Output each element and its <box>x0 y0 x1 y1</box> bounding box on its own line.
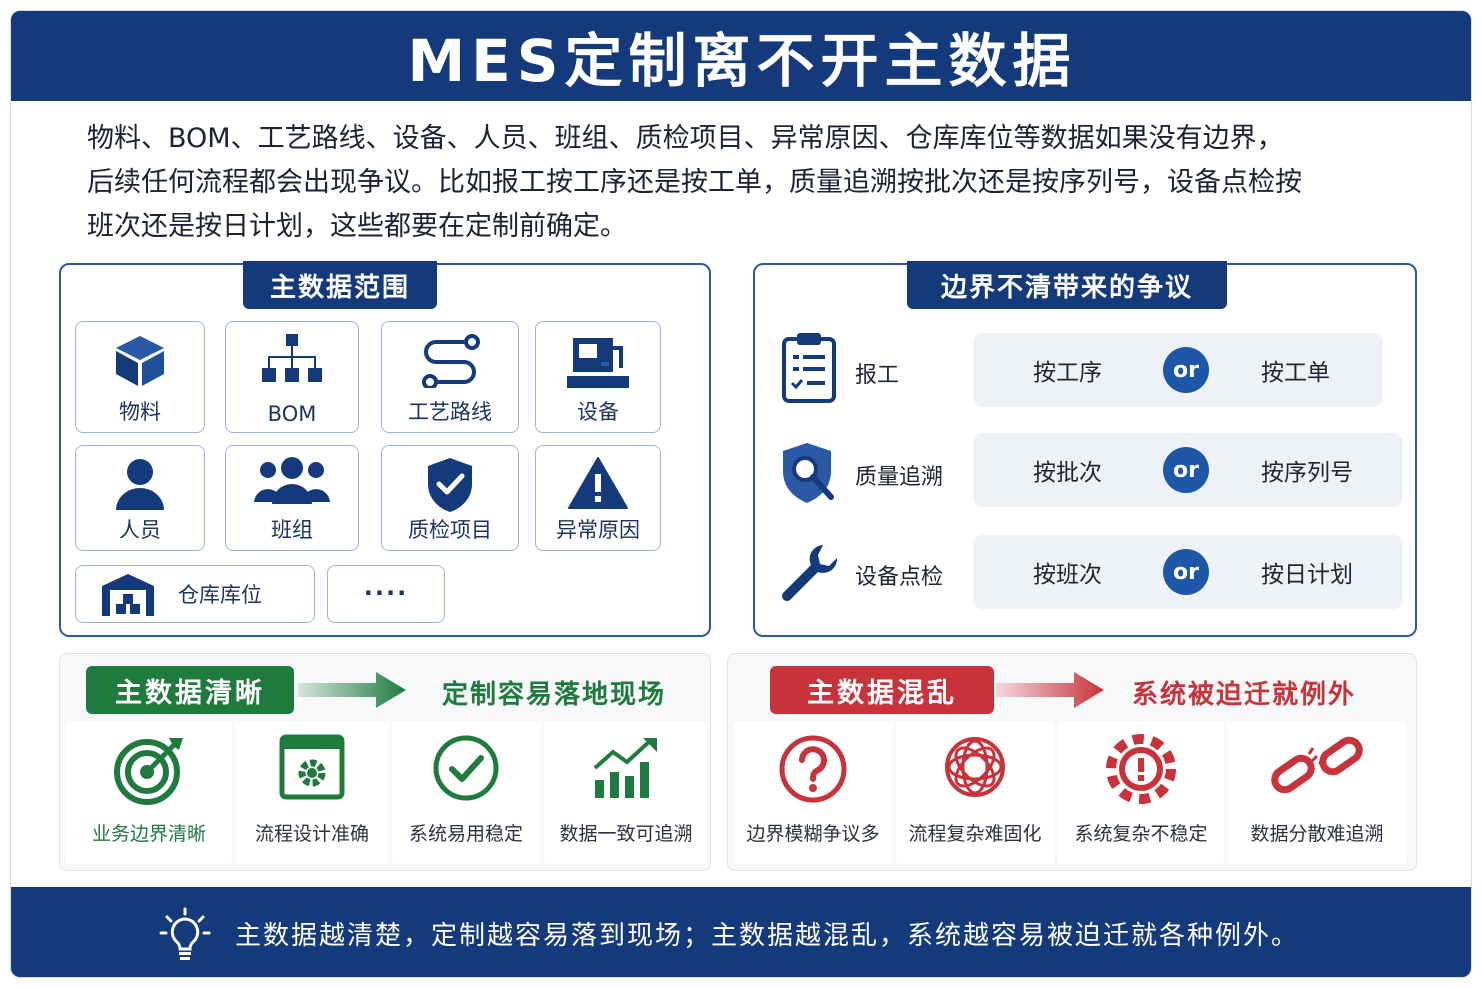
master-data-panel: 主数据范围 物料 BOM <box>59 261 711 637</box>
tile-warehouse: 仓库库位 <box>75 565 315 623</box>
chaos-item-label: 流程复杂难固化 <box>908 823 1042 845</box>
dispute-option-right: 按序列号 <box>1261 460 1353 486</box>
footer-text: 主数据越清楚，定制越容易落到现场；主数据越混乱，系统越容易被迫迁就各种例外。 <box>235 920 1300 951</box>
dispute-choice-row: 按批次 or 按序列号 <box>973 433 1403 507</box>
or-badge: or <box>1163 347 1209 393</box>
dispute-option-right: 按日计划 <box>1261 562 1353 588</box>
intro-line: 物料、BOM、工艺路线、设备、人员、班组、质检项目、异常原因、仓库库位等数据如果… <box>87 123 1284 154</box>
shield-search-icon <box>783 443 834 503</box>
chaos-result: 系统被迫迁就例外 <box>1132 680 1357 710</box>
chaos-item: 边界模糊争议多 <box>734 722 892 864</box>
clear-items: 业务边界清晰 流程设计准确 系统易用稳定 <box>66 722 708 864</box>
clipboard-icon <box>782 333 836 403</box>
machine-icon <box>567 338 629 388</box>
page-title: MES定制离不开主数据 <box>407 27 1077 95</box>
shield-check-icon <box>428 458 472 512</box>
chaos-tag: 主数据混乱 <box>770 666 994 714</box>
dispute-option-left: 按工序 <box>1033 360 1102 386</box>
or-badge: or <box>1163 447 1209 493</box>
clear-item-label: 业务边界清晰 <box>91 823 206 845</box>
clear-item: 流程设计准确 <box>236 722 388 864</box>
clear-result: 定制容易落地现场 <box>442 680 667 710</box>
wrench-icon <box>782 545 838 601</box>
or-badge: or <box>1163 549 1209 595</box>
team-icon <box>254 457 330 504</box>
clear-item-label: 流程设计准确 <box>254 823 369 845</box>
route-icon <box>422 334 480 388</box>
question-icon <box>779 735 847 803</box>
growth-chart-icon <box>593 738 657 798</box>
tile-label: 设备 <box>577 400 619 424</box>
tile-label: 质检项目 <box>408 518 492 542</box>
intro-paragraph: 物料、BOM、工艺路线、设备、人员、班组、质检项目、异常原因、仓库库位等数据如果… <box>87 117 1417 249</box>
chaos-item-label: 边界模糊争议多 <box>746 823 880 845</box>
tile-label: 人员 <box>119 518 161 542</box>
tile-label: 异常原因 <box>556 518 640 542</box>
dispute-option-left: 按批次 <box>1033 460 1102 486</box>
infographic: MES定制离不开主数据 物料、BOM、工艺路线、设备、人员、班组、质检项目、异常… <box>10 10 1472 978</box>
clear-item: 业务边界清晰 <box>66 722 232 864</box>
tile-route: 工艺路线 <box>381 321 519 433</box>
cube-icon <box>116 336 164 386</box>
dispute-choice-row: 按工序 or 按工单 <box>973 333 1383 407</box>
arrow-right-icon <box>996 672 1104 708</box>
tangle-icon <box>945 737 1005 797</box>
tile-personnel: 人员 <box>75 445 205 551</box>
tile-label: BOM <box>267 402 317 426</box>
disputes-panel: 边界不清带来的争议 报工 按工序 or 按工单 质量追溯 按批次 or 按序列号 <box>753 261 1417 637</box>
clear-item: 数据一致可追溯 <box>544 722 708 864</box>
dispute-option-left: 按班次 <box>1033 562 1102 588</box>
clear-item: 系统易用稳定 <box>392 722 540 864</box>
dispute-choice-row: 按班次 or 按日计划 <box>973 535 1403 609</box>
tile-more: .... <box>327 565 445 623</box>
tile-team: 班组 <box>225 445 359 551</box>
tile-inspection: 质检项目 <box>381 445 519 551</box>
check-circle-icon <box>433 735 499 801</box>
master-data-title: 主数据范围 <box>243 261 437 309</box>
dispute-label: 报工 <box>855 363 900 388</box>
tile-label: .... <box>363 573 409 601</box>
chaos-item: 数据分散难追溯 <box>1228 722 1406 864</box>
tile-label: 班组 <box>271 518 313 542</box>
chaos-item: 流程复杂难固化 <box>896 722 1054 864</box>
target-icon <box>114 738 183 805</box>
chaos-item: 系统复杂不稳定 <box>1058 722 1224 864</box>
warehouse-icon <box>102 574 154 616</box>
lightbulb-icon <box>159 907 211 960</box>
person-icon <box>116 459 164 510</box>
clear-item-label: 系统易用稳定 <box>408 823 523 845</box>
tile-label: 物料 <box>119 400 161 424</box>
clear-item-label: 数据一致可追溯 <box>559 823 693 845</box>
dispute-label: 质量追溯 <box>855 465 944 490</box>
chaos-item-label: 数据分散难追溯 <box>1250 823 1384 845</box>
dispute-option-right: 按工单 <box>1261 360 1330 386</box>
dispute-label: 设备点检 <box>855 565 944 590</box>
tile-bom: BOM <box>225 321 359 433</box>
clear-outcome-panel: 主数据清晰 定制容易落地现场 业务边界清晰 <box>59 653 711 871</box>
intro-line: 班次还是按日计划，这些都要在定制前确定。 <box>87 211 627 242</box>
intro-line: 后续任何流程都会出现争议。比如报工按工序还是按工单，质量追溯按批次还是按序列号，… <box>87 167 1302 198</box>
disputes-title: 边界不清带来的争议 <box>907 261 1227 309</box>
warning-icon <box>568 457 628 509</box>
tile-label: 工艺路线 <box>408 400 492 424</box>
chaos-item-label: 系统复杂不稳定 <box>1074 823 1208 845</box>
clear-tag: 主数据清晰 <box>86 666 294 714</box>
footer-banner: 主数据越清楚，定制越容易落到现场；主数据越混乱，系统越容易被迫迁就各种例外。 <box>11 887 1471 977</box>
tile-equipment: 设备 <box>535 321 661 433</box>
tile-exception: 异常原因 <box>535 445 661 551</box>
title-banner: MES定制离不开主数据 <box>11 11 1471 101</box>
chaos-items: 边界模糊争议多 流程复杂难固化 <box>734 722 1406 864</box>
gear-window-icon <box>279 734 345 800</box>
chaos-outcome-panel: 主数据混乱 系统被迫迁就例外 边界模糊争议多 <box>727 653 1417 871</box>
tile-label: 仓库库位 <box>178 583 262 607</box>
arrow-right-icon <box>298 672 406 708</box>
gear-alert-icon <box>1106 734 1176 804</box>
tile-material: 物料 <box>75 321 205 433</box>
broken-chain-icon <box>1271 736 1363 794</box>
hierarchy-icon <box>262 334 322 382</box>
